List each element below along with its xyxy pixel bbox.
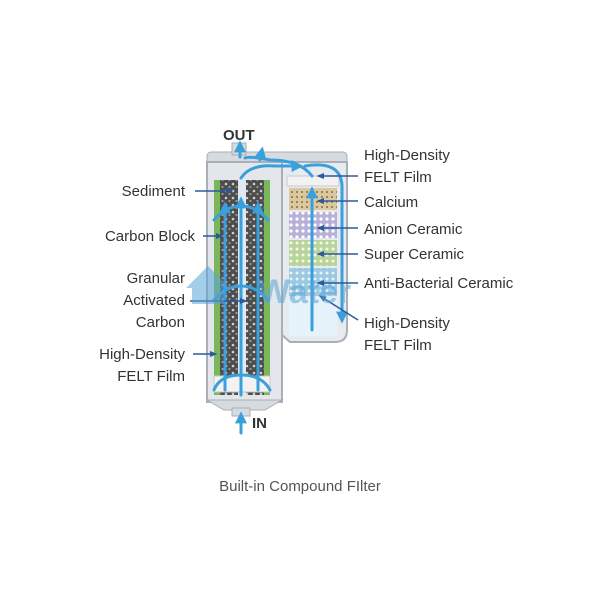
right-labels: High-Density FELT Film Calcium Anion Cer… (364, 147, 514, 354)
felt-bottom-label-line2: FELT Film (364, 337, 432, 354)
flow-arrow-icon (243, 155, 314, 178)
in-label: IN (252, 415, 267, 432)
felt-film-top (286, 175, 340, 187)
calcium-label: Calcium (364, 194, 418, 211)
out-label: OUT (223, 127, 255, 144)
flow-arrow-icon (239, 284, 270, 302)
watermark-text: Water (258, 273, 351, 311)
granular-label-line3: Carbon (136, 314, 185, 331)
house-logo-icon (186, 266, 230, 304)
flow-arrow-icon (212, 204, 243, 222)
flow-arrow-icon (303, 163, 348, 324)
felt-top-label-line2: FELT Film (364, 169, 432, 186)
super-ceramic-label: Super Ceramic (364, 246, 465, 263)
anti-bacterial-label: Anti-Bacterial Ceramic (364, 275, 514, 292)
felt-label-line1: High-Density (99, 346, 185, 363)
flow-arrow-icon (254, 146, 267, 162)
flow-arrows (212, 140, 348, 435)
flow-arrow-icon (239, 160, 304, 180)
anion-ceramic-label: Anion Ceramic (364, 221, 463, 238)
diagram-caption: Built-in Compound FIlter (219, 478, 381, 495)
flow-arrow-icon (239, 204, 270, 222)
felt-top-label-line1: High-Density (364, 147, 450, 164)
flow-arrow-icon (212, 373, 272, 392)
left-labels: Sediment Carbon Block Granular Activated… (99, 183, 195, 385)
granular-label-line1: Granular (127, 270, 185, 287)
felt-bottom-label-line1: High-Density (364, 315, 450, 332)
carbon-block-label: Carbon Block (105, 228, 196, 245)
watermark: Water (186, 266, 351, 311)
felt-label-line2: FELT Film (117, 368, 185, 385)
sediment-label: Sediment (122, 183, 186, 200)
granular-label-line2: Activated (123, 292, 185, 309)
